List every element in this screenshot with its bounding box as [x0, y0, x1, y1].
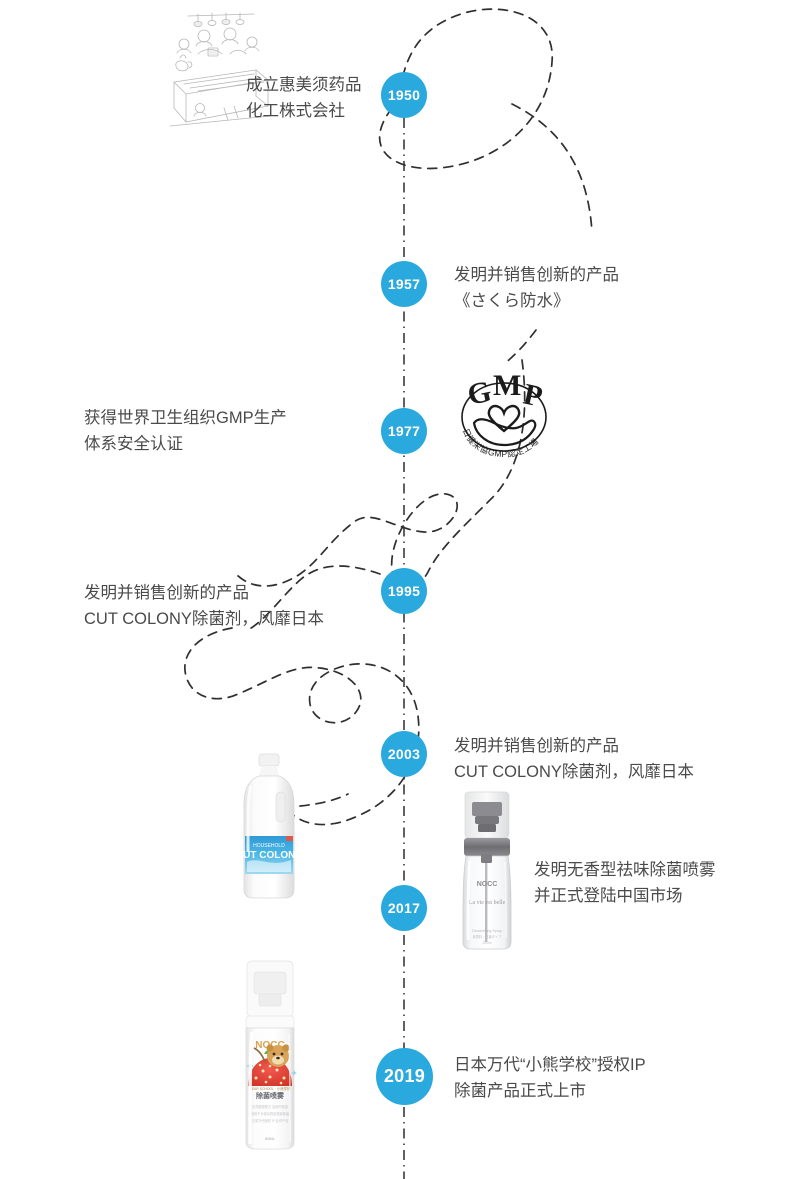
spray-label-brand: NOCC [477, 881, 498, 888]
year-node-2019[interactable]: 2019 [376, 1048, 433, 1105]
event-description-1995: 发明并销售创新的产品 CUT COLONY除菌剂，风靡日本 [84, 584, 324, 629]
gmp-letter-p: P [521, 378, 546, 414]
event-description-1977: 获得世界卫生组织GMP生产 体系安全认证 [84, 409, 287, 454]
event-description-2003: 发明并销售创新的产品 CUT COLONY除菌剂，风靡日本 [454, 737, 694, 782]
svg-text:适用于手部及物品表面除菌: 适用于手部及物品表面除菌 [251, 1111, 289, 1116]
event-description-1950: 成立惠美须药品 化工株式会社 [246, 76, 362, 121]
svg-text:50ML: 50ML [265, 1136, 276, 1141]
svg-text:Deodorizing Spray: Deodorizing Spray [472, 929, 502, 933]
svg-text:無香料・除菌タイプ: 無香料・除菌タイプ [473, 934, 502, 939]
year-node-2003[interactable]: 2003 [381, 731, 427, 777]
year-label: 2017 [387, 900, 421, 916]
year-node-1950[interactable]: 1950 [381, 72, 427, 118]
event-description-2019: 日本万代“小熊学校”授权IP 除菌产品正式上市 [454, 1056, 646, 1101]
year-label: 2003 [387, 746, 421, 762]
curve-1957-to-gmp [503, 329, 537, 365]
gmp-certification-logo: G M P 日健栄協GMP認定工場 [448, 365, 560, 463]
event-description-1957: 发明并销售创新的产品 《さくら防水》 [454, 266, 619, 311]
curve-1950-to-1957 [511, 103, 593, 233]
svg-text:天然植物配方 温和不刺激: 天然植物配方 温和不刺激 [252, 1104, 289, 1109]
bear-bottle-product-name: 除菌喷雾 [256, 1091, 285, 1100]
gmp-arc-text: 日健栄協GMP認定工場 [461, 427, 541, 459]
year-label: 1995 [387, 583, 421, 599]
svg-text:200ml: 200ml [483, 941, 492, 945]
year-label: 2019 [383, 1066, 426, 1086]
bear-illustration [246, 1044, 297, 1086]
deodorizing-spray-bottle-photo: NOCC La vie est belle Deodorizing Spray … [451, 790, 523, 950]
year-node-1977[interactable]: 1977 [381, 408, 427, 454]
gmp-letter-m: M [493, 369, 521, 402]
svg-text:BEAR SCHOOL · 小熊学校: BEAR SCHOOL · 小熊学校 [250, 1086, 292, 1091]
svg-text:日本万代授权 IP 合作产品: 日本万代授权 IP 合作产品 [252, 1118, 289, 1123]
year-label: 1957 [387, 276, 421, 292]
cut-colony-bottle-photo: HOUSEHOLD CUT COLONY [234, 752, 304, 900]
year-label: 1950 [387, 87, 421, 103]
factory-workshop-sketch [168, 4, 272, 130]
year-node-2017[interactable]: 2017 [381, 885, 427, 931]
gmp-letter-g: G [465, 375, 495, 412]
year-node-1957[interactable]: 1957 [381, 261, 427, 307]
spray-label-tagline: La vie est belle [469, 900, 506, 906]
year-label: 1977 [387, 423, 421, 439]
hand-icon [472, 418, 537, 447]
bear-school-sanitizer-bottle-photo: NOCC [234, 958, 306, 1150]
year-node-1995[interactable]: 1995 [381, 568, 427, 614]
bottle-label-brand: CUT COLONY [236, 850, 302, 861]
bottle-label-top: HOUSEHOLD [253, 843, 285, 849]
curve-bottle-to-2003 [299, 793, 349, 807]
event-description-2017: 发明无香型祛味除菌喷雾 并正式登陆中国市场 [534, 861, 716, 906]
